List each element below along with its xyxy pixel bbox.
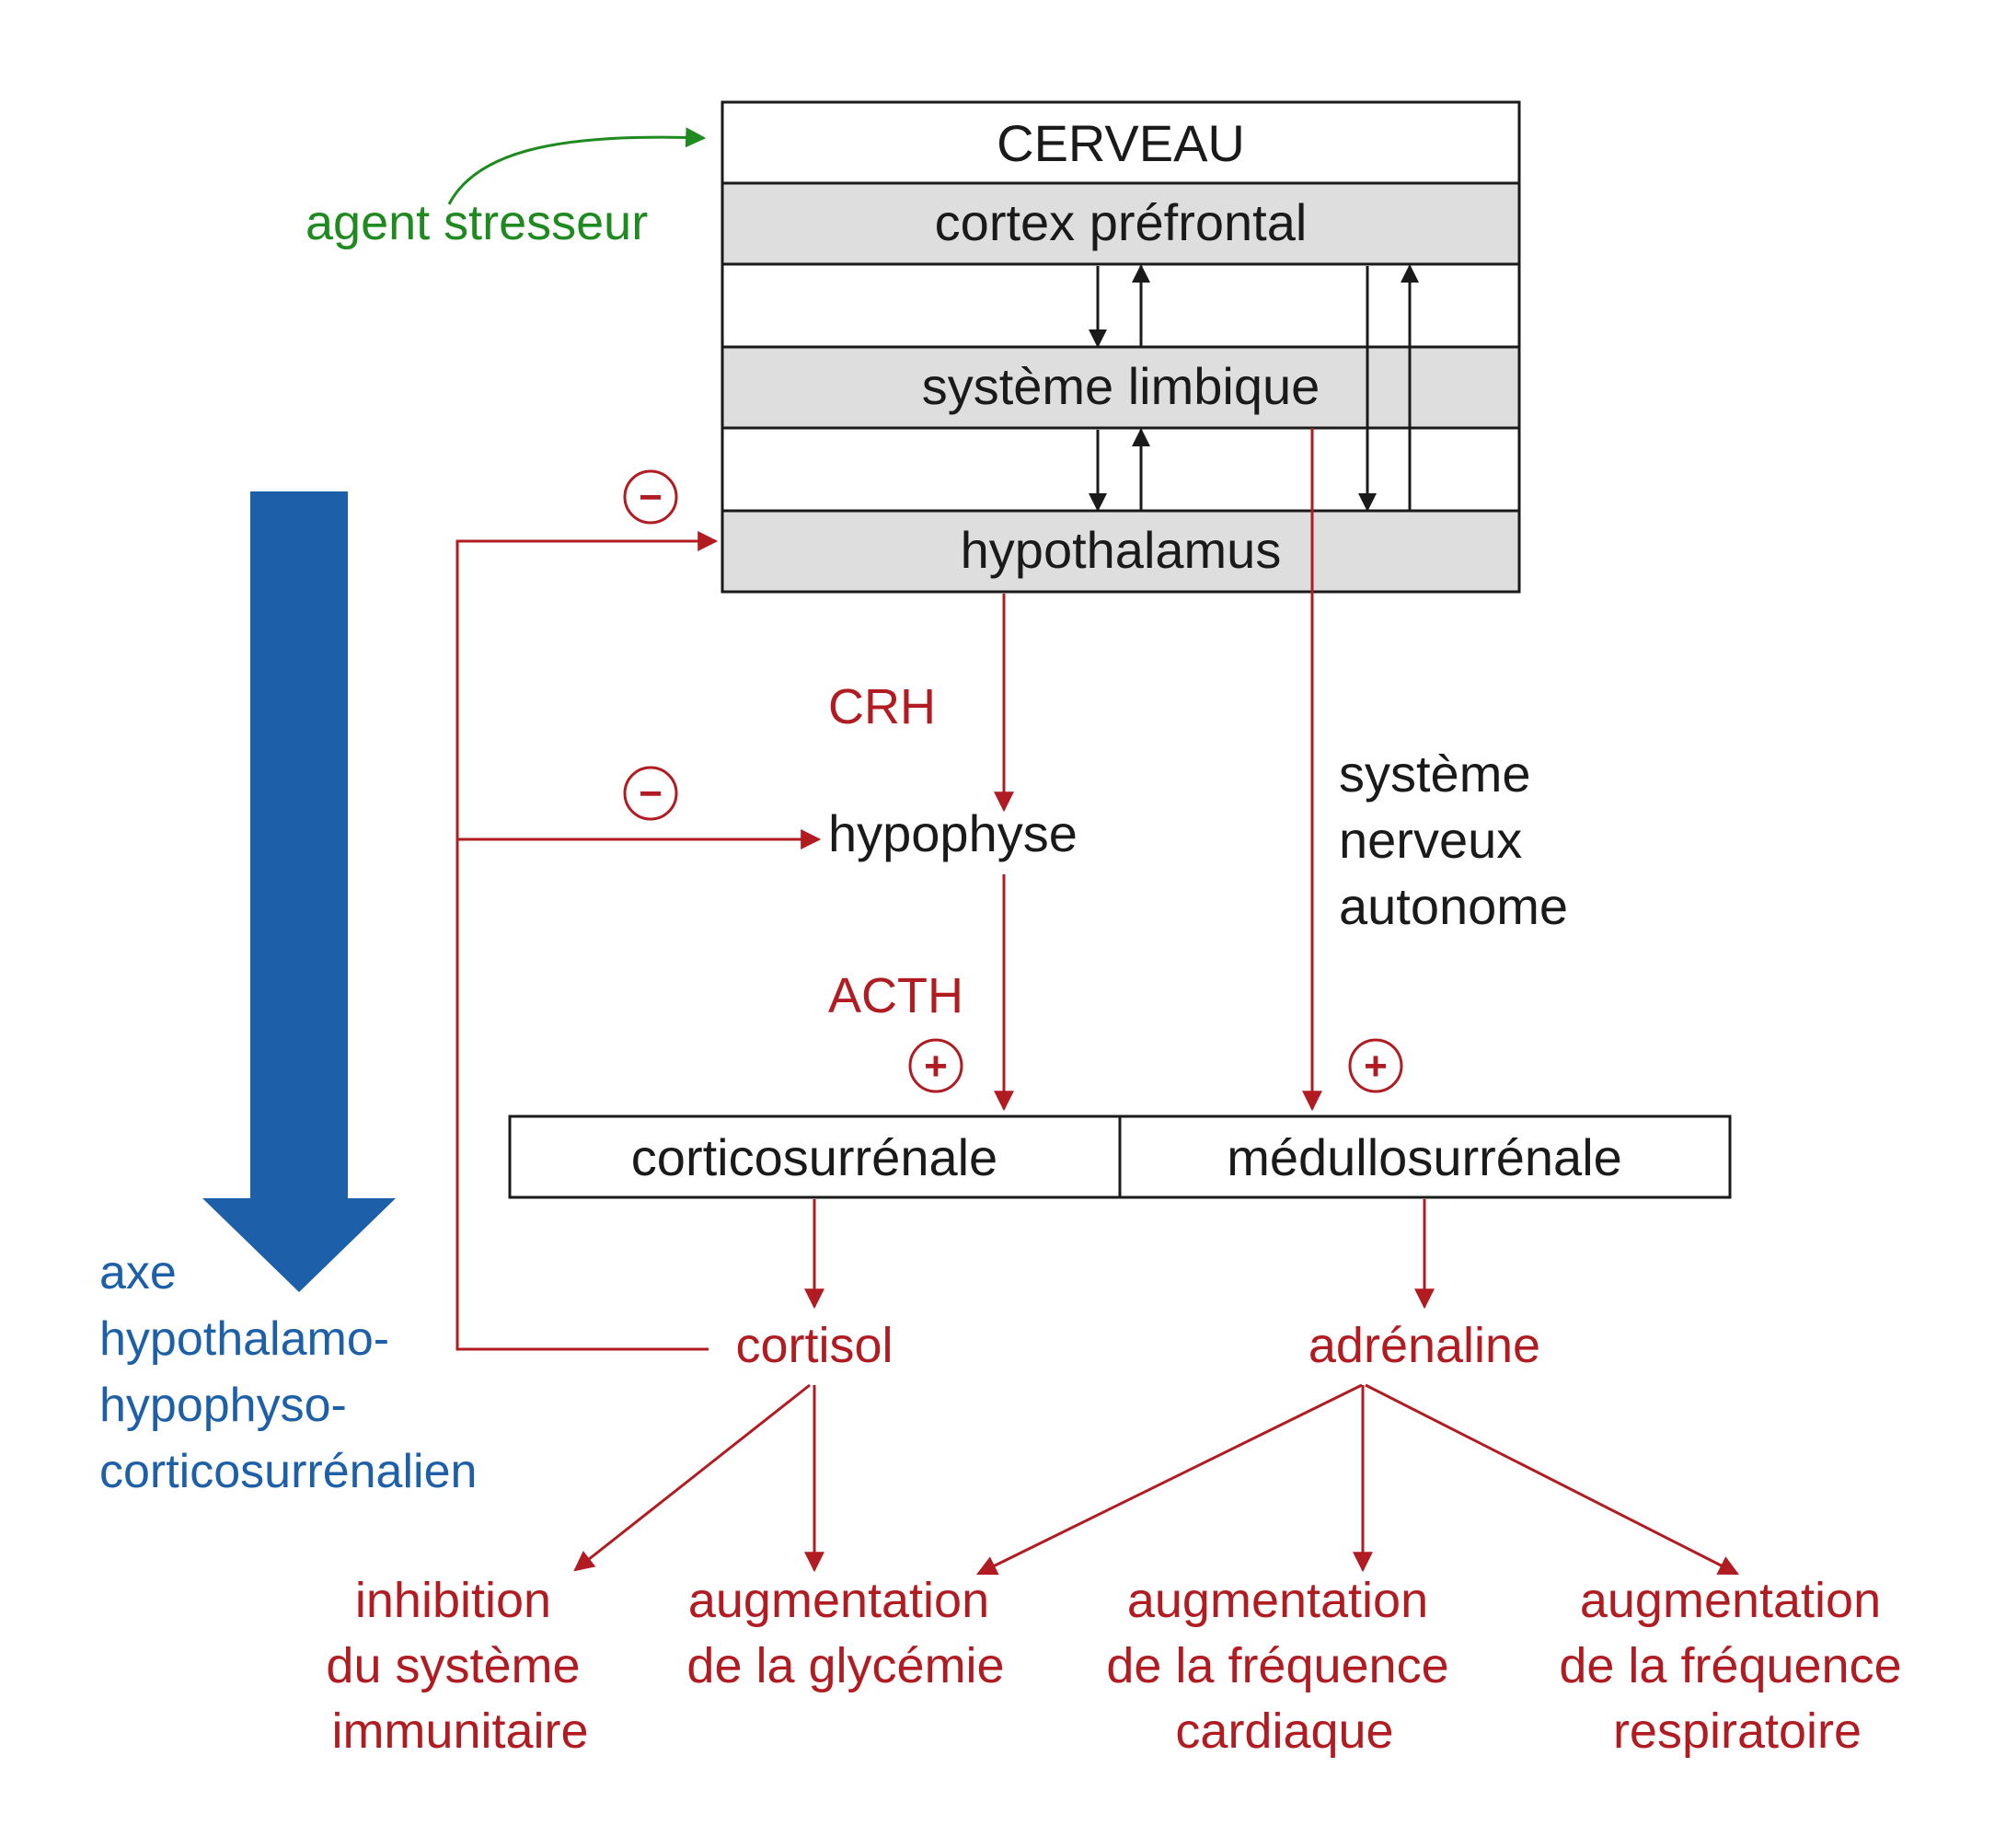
- prefrontal-cortex-box: [721, 181, 1521, 266]
- effect-immune-line-3: immunitaire: [331, 1704, 588, 1759]
- effect-heart-rate-line-2: de la fréquence: [1106, 1638, 1448, 1693]
- brain-gap-box-2: [721, 426, 1521, 513]
- plus-sign-acth: +: [908, 1038, 963, 1093]
- brain-stack: CERVEAU cortex préfrontal système limbiq…: [721, 100, 1521, 594]
- hpa-axis-line-3: hypophyso-: [99, 1379, 347, 1432]
- hpa-axis-line-4: corticosurrénalien: [99, 1445, 477, 1498]
- effect-heart-rate-line-3: cardiaque: [1175, 1704, 1393, 1759]
- autonomic-nervous-system-label: système nerveux autonome: [1339, 745, 1568, 935]
- pituitary-label: hypophyse: [828, 804, 1078, 862]
- adrenal-medulla-box: [1118, 1115, 1732, 1199]
- minus-sign-pituitary: −: [623, 766, 678, 821]
- arrow-adrenaline-to-glycemia: [976, 1383, 1363, 1576]
- hpa-axis-line-1: axe: [99, 1246, 177, 1299]
- adrenaline-label: adrénaline: [1309, 1318, 1540, 1373]
- limbic-system-label: système limbique: [922, 357, 1320, 415]
- stressor-label: agent stresseur: [306, 195, 648, 250]
- arrow-cortisol-to-immune: [573, 1383, 811, 1572]
- ans-line-1: système: [1339, 745, 1531, 803]
- plus-sign-nervous-text: +: [1364, 1044, 1388, 1089]
- feedback-loop-line: [455, 531, 719, 1351]
- brain-title-box: [721, 100, 1521, 185]
- ans-line-2: nerveux: [1339, 811, 1522, 869]
- brain-title: CERVEAU: [997, 114, 1245, 172]
- effect-glycemia: augmentation de la glycémie: [686, 1573, 1004, 1693]
- minus-sign-hypothalamus-text: −: [639, 475, 663, 520]
- plus-sign-nervous: +: [1348, 1038, 1403, 1093]
- hpa-axis-arrow: [202, 491, 396, 1292]
- hpa-axis-label: axe hypothalamo- hypophyso- corticosurré…: [99, 1246, 477, 1498]
- adrenal-cortex-label: corticosurrénale: [631, 1128, 997, 1186]
- ans-line-3: autonome: [1339, 877, 1568, 935]
- effect-respiratory-line-1: augmentation: [1580, 1573, 1881, 1628]
- adrenal-medulla-label: médullosurrénale: [1227, 1128, 1622, 1186]
- effect-respiratory-line-2: de la fréquence: [1559, 1638, 1901, 1693]
- effect-respiratory-rate: augmentation de la fréquence respiratoir…: [1559, 1573, 1915, 1759]
- prefrontal-cortex-label: cortex préfrontal: [935, 193, 1308, 251]
- acth-label: ACTH: [828, 968, 963, 1023]
- brain-gap-box-1: [721, 262, 1521, 349]
- hpa-axis-line-2: hypothalamo-: [99, 1312, 389, 1366]
- crh-label: CRH: [828, 679, 936, 734]
- stressor-arrow: [447, 127, 707, 205]
- adrenal-cortex-box: [508, 1115, 1122, 1199]
- plus-sign-acth-text: +: [924, 1044, 948, 1089]
- effect-immune-line-1: inhibition: [355, 1573, 551, 1628]
- minus-sign-pituitary-text: −: [639, 771, 663, 816]
- minus-sign-hypothalamus: −: [623, 469, 678, 525]
- cortisol-label: cortisol: [735, 1318, 893, 1373]
- effect-glycemia-line-1: augmentation: [688, 1573, 989, 1628]
- effect-immune-line-2: du système: [326, 1638, 580, 1693]
- effect-respiratory-line-3: respiratoire: [1613, 1704, 1862, 1759]
- arrow-adrenaline-to-respiratory-rate: [1365, 1383, 1739, 1576]
- effect-glycemia-line-2: de la glycémie: [686, 1638, 1004, 1693]
- hypothalamus-box: [721, 509, 1521, 594]
- effect-immune: inhibition du système immunitaire: [326, 1573, 594, 1759]
- effect-heart-rate-line-1: augmentation: [1127, 1573, 1428, 1628]
- hypothalamus-label: hypothalamus: [961, 521, 1282, 579]
- limbic-system-box: [721, 345, 1521, 430]
- effect-heart-rate: augmentation de la fréquence cardiaque: [1106, 1573, 1462, 1759]
